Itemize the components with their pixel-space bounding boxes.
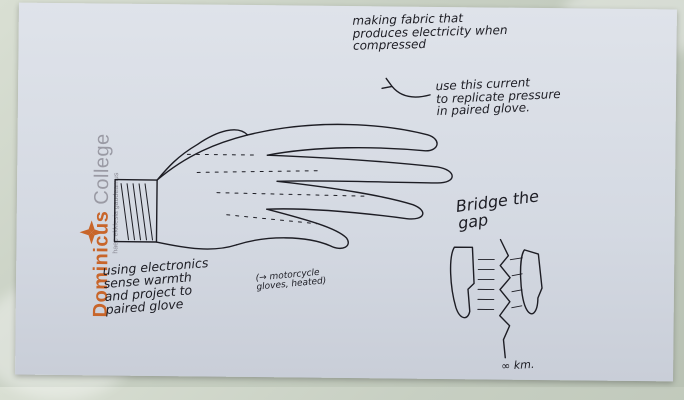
arrow-sketch (382, 78, 430, 97)
sketch-layer (15, 3, 677, 382)
bridge-diagram (450, 239, 543, 358)
glove-sketch (114, 122, 452, 252)
paper-card: Dominicus College haec ekklesia gaudeamu… (15, 3, 677, 382)
